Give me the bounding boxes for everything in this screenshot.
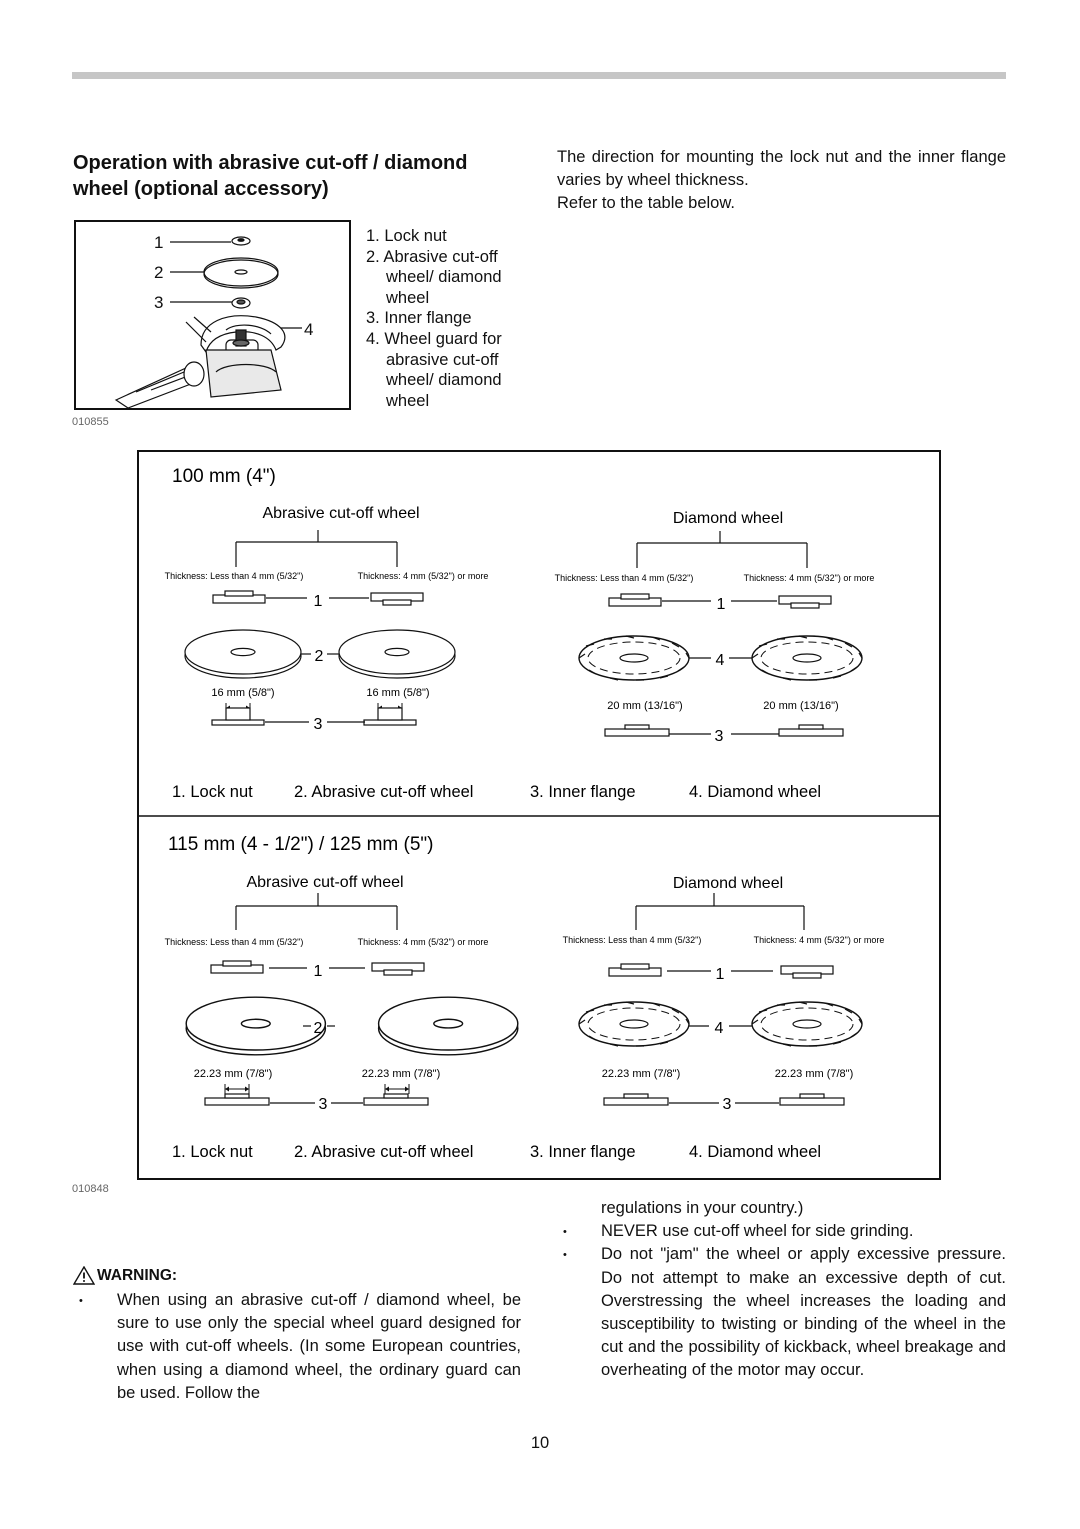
table-legend-item: 2. Abrasive cut-off wheel <box>294 783 473 801</box>
callout-1: 1 <box>717 596 726 613</box>
warning-item: When using an abrasive cut-off / diamond… <box>73 1289 521 1405</box>
callout-3: 3 <box>154 293 163 312</box>
callout-4: 4 <box>304 320 313 339</box>
callout-4: 4 <box>715 1020 724 1037</box>
callout-3: 3 <box>319 1096 328 1113</box>
warning-list-right: regulations in your country.) NEVER use … <box>557 1197 1006 1383</box>
bore-label: 22.23 mm (7/8") <box>194 1068 273 1080</box>
header-rule <box>72 72 1006 79</box>
warning-label: WARNING: <box>97 1266 178 1284</box>
section-title: 100 mm (4") <box>172 466 276 487</box>
callout-1: 1 <box>716 966 725 983</box>
callout-1: 1 <box>154 233 163 252</box>
callout-1: 1 <box>314 593 323 610</box>
warning-icon <box>73 1266 95 1285</box>
bore-label: 22.23 mm (7/8") <box>775 1068 854 1080</box>
bore-label: 22.23 mm (7/8") <box>362 1068 441 1080</box>
table-legend-item: 4. Diamond wheel <box>689 1143 821 1161</box>
table-legend-item: 1. Lock nut <box>172 783 253 801</box>
callout-3: 3 <box>723 1096 732 1113</box>
callout-2: 2 <box>154 263 163 282</box>
callout-1: 1 <box>314 963 323 980</box>
grinder-illustration: 1 2 3 4 <box>74 220 351 410</box>
thick-label: Thickness: 4 mm (5/32") or more <box>358 937 489 947</box>
bore-label: 20 mm (13/16") <box>607 700 682 712</box>
mounting-table: 100 mm (4") Abrasive cut-off wheel Diamo… <box>137 450 941 1180</box>
table-legend-item: 2. Abrasive cut-off wheel <box>294 1143 473 1161</box>
bore-label: 16 mm (5/8") <box>211 687 274 699</box>
mounting-table-drawing: 100 mm (4") Abrasive cut-off wheel Diamo… <box>139 466 939 1161</box>
callout-4: 4 <box>716 652 725 669</box>
intro-text: The direction for mounting the lock nut … <box>557 146 1006 215</box>
callout-3: 3 <box>314 716 323 733</box>
thick-label: Thickness: 4 mm (5/32") or more <box>744 573 875 583</box>
bore-label: 20 mm (13/16") <box>763 700 838 712</box>
abrasive-heading: Abrasive cut-off wheel <box>262 505 419 522</box>
warning-heading: WARNING: <box>73 1266 177 1285</box>
diamond-heading: Diamond wheel <box>673 875 783 892</box>
intro-paragraph: The direction for mounting the lock nut … <box>557 148 1006 189</box>
bore-label: 16 mm (5/8") <box>366 687 429 699</box>
callout-2: 2 <box>315 648 324 665</box>
page-number: 10 <box>530 1434 550 1452</box>
table-legend-item: 4. Diamond wheel <box>689 783 821 801</box>
thin-label: Thickness: Less than 4 mm (5/32") <box>563 935 702 945</box>
thin-label: Thickness: Less than 4 mm (5/32") <box>555 573 694 583</box>
thin-label: Thickness: Less than 4 mm (5/32") <box>165 571 304 581</box>
bore-label: 22.23 mm (7/8") <box>602 1068 681 1080</box>
section-100mm: 100 mm (4") Abrasive cut-off wheel Diamo… <box>165 466 875 801</box>
callout-3: 3 <box>715 728 724 745</box>
legend-item: 2. Abrasive cut-off wheel/ diamond wheel <box>366 247 502 307</box>
section-heading: Operation with abrasive cut-off / diamon… <box>73 152 468 200</box>
table-code: 010848 <box>72 1183 109 1195</box>
table-legend-item: 3. Inner flange <box>530 783 636 801</box>
callout-2: 2 <box>314 1020 323 1037</box>
figure-legend: 1. Lock nut 2. Abrasive cut-off wheel/ d… <box>366 226 526 411</box>
figure-code: 010855 <box>72 416 109 428</box>
legend-item: 3. Inner flange <box>366 309 472 328</box>
legend-item: 1. Lock nut <box>366 227 447 245</box>
section-title: 115 mm (4 - 1/2") / 125 mm (5") <box>168 834 433 855</box>
warning-item: Do not "jam" the wheel or apply excessiv… <box>557 1243 1006 1382</box>
thin-label: Thickness: Less than 4 mm (5/32") <box>165 937 304 947</box>
intro-paragraph: Refer to the table below. <box>557 194 735 212</box>
section-115-125mm: 115 mm (4 - 1/2") / 125 mm (5") Abrasive… <box>165 834 885 1161</box>
warning-item: NEVER use cut-off wheel for side grindin… <box>557 1220 1006 1244</box>
warning-continuation: regulations in your country.) <box>601 1199 804 1217</box>
abrasive-heading: Abrasive cut-off wheel <box>246 874 403 891</box>
warning-list-left: When using an abrasive cut-off / diamond… <box>73 1289 521 1405</box>
table-legend-item: 1. Lock nut <box>172 1143 253 1161</box>
legend-item: 4. Wheel guard for abrasive cut-off whee… <box>366 329 502 410</box>
thick-label: Thickness: 4 mm (5/32") or more <box>754 935 885 945</box>
table-legend-item: 3. Inner flange <box>530 1143 636 1161</box>
grinder-drawing: 1 2 3 4 <box>114 233 313 409</box>
thick-label: Thickness: 4 mm (5/32") or more <box>358 571 489 581</box>
diamond-heading: Diamond wheel <box>673 510 783 527</box>
